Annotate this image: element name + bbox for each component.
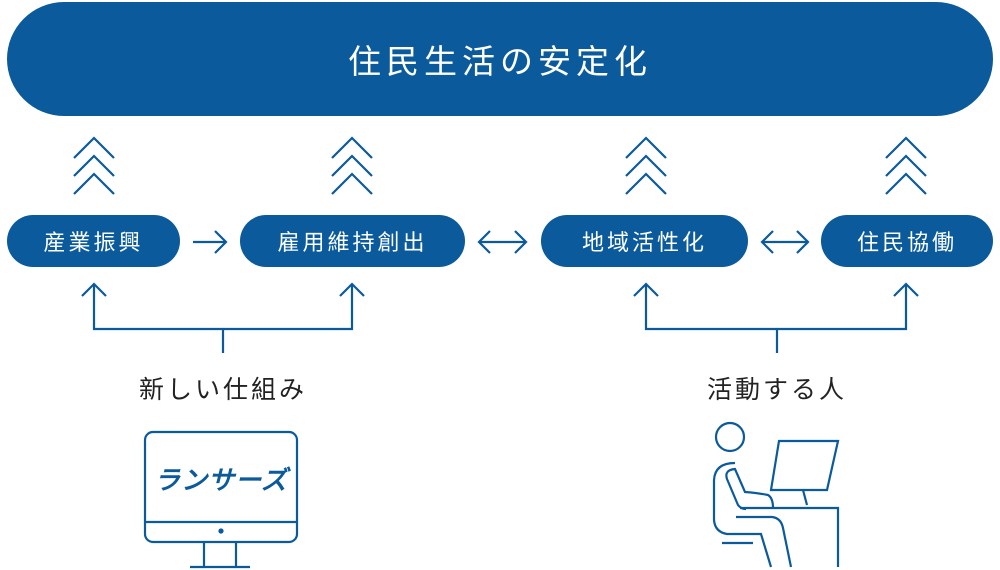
arrow-right-icon: [193, 230, 228, 254]
chevrons-up-icon: [73, 136, 927, 195]
goal-banner: 住民生活の安定化: [7, 2, 993, 116]
arrow-both-icon: [760, 230, 810, 254]
logo-text: ランサーズ: [154, 466, 288, 496]
pill-label: 雇用維持創出: [277, 231, 428, 256]
goal-title: 住民生活の安定化: [348, 42, 652, 81]
pill-regional: 地域活性化: [541, 215, 748, 267]
connector-right: [633, 282, 919, 353]
pill-employment: 雇用維持創出: [240, 215, 465, 267]
connector-left: [81, 282, 365, 353]
pill-label: 住民協働: [856, 231, 957, 256]
pill-label: 地域活性化: [581, 231, 707, 256]
label-new-system: 新しい仕組み: [138, 375, 307, 404]
pill-collaboration: 住民協働: [821, 215, 993, 267]
person-at-desk-icon: [712, 421, 840, 568]
pill-label: 産業振興: [43, 231, 144, 256]
lancers-logo: ランサーズ: [145, 460, 297, 497]
monitor-icon: [143, 430, 299, 569]
arrow-both-icon: [477, 230, 528, 254]
pill-industry: 産業振興: [7, 215, 180, 267]
label-active-people: 活動する人: [706, 375, 847, 404]
